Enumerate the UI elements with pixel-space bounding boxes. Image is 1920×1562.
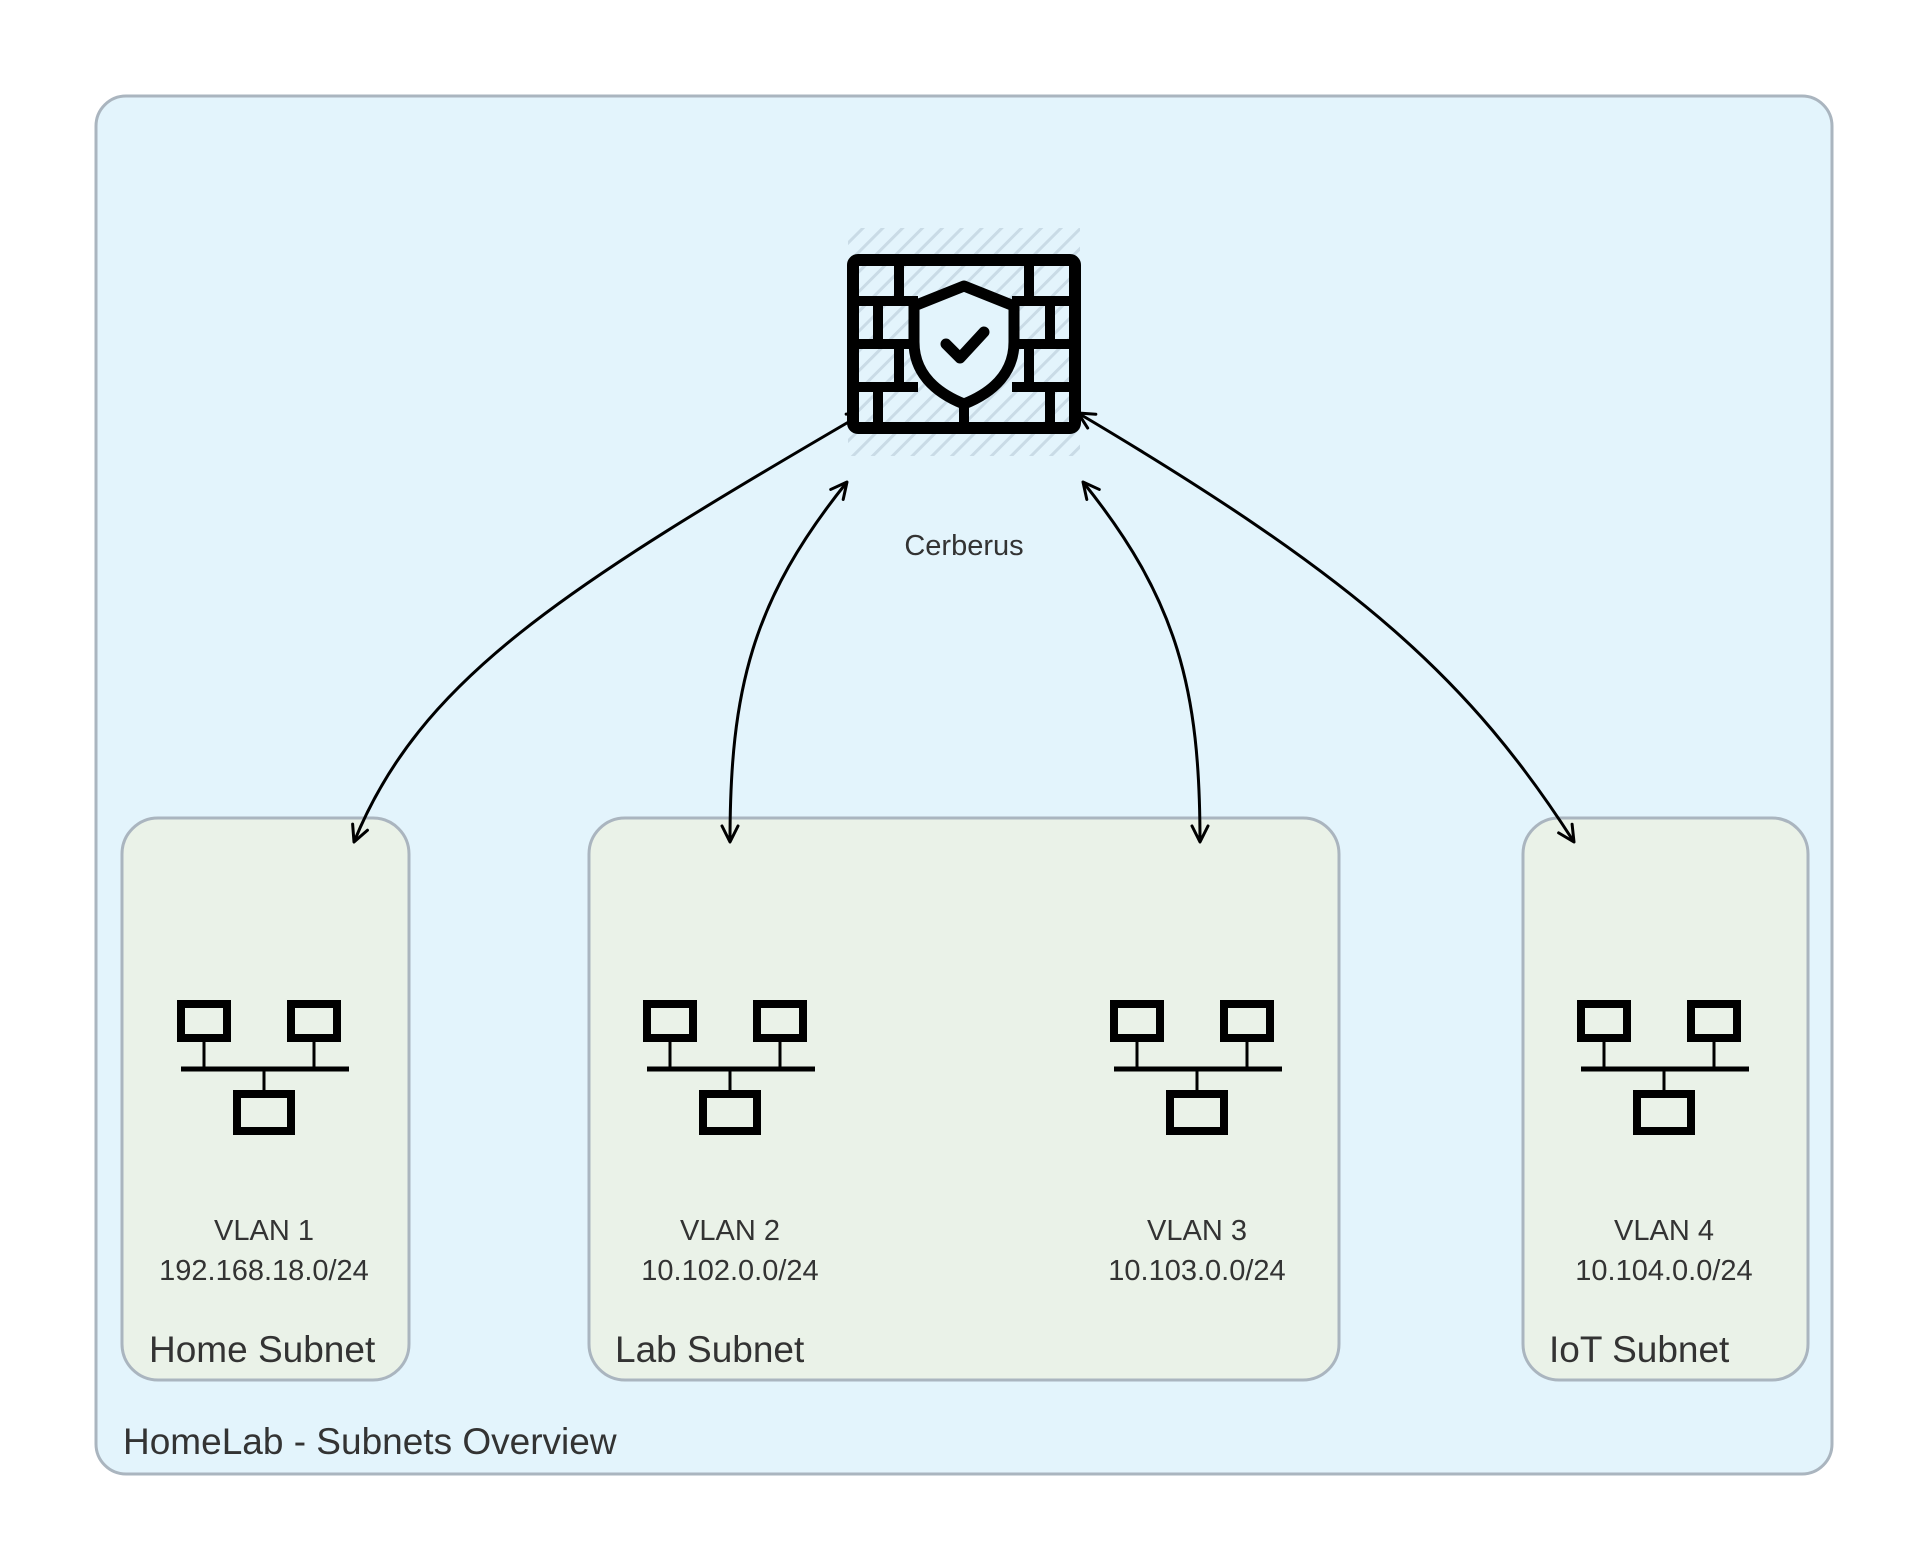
- group-home-subnet[interactable]: [120, 816, 411, 1382]
- vlan-name: VLAN 3: [1147, 1215, 1247, 1247]
- group-label-lab: Lab Subnet: [615, 1329, 805, 1370]
- vlan-cidr: 10.103.0.0/24: [1108, 1255, 1285, 1287]
- edge-cerberus-vlan-4[interactable]: [1076, 411, 1576, 844]
- firewall-shield-icon: [847, 254, 1081, 434]
- firewall-label: Cerberus: [904, 530, 1023, 562]
- vlan-cidr: 10.102.0.0/24: [641, 1255, 818, 1287]
- diagram-title: HomeLab - Subnets Overview: [123, 1421, 617, 1462]
- vlan-cidr: 192.168.18.0/24: [159, 1255, 369, 1287]
- group-label-iot: IoT Subnet: [1549, 1329, 1730, 1370]
- vlan-name: VLAN 2: [680, 1215, 780, 1247]
- firewall-node-cerberus[interactable]: [847, 228, 1081, 456]
- group-label-home: Home Subnet: [149, 1329, 376, 1370]
- edge-cerberus-vlan-2[interactable]: [720, 480, 849, 844]
- vlan-name: VLAN 1: [214, 1215, 314, 1247]
- group-iot-subnet[interactable]: [1521, 816, 1810, 1382]
- group-lab-subnet[interactable]: [587, 816, 1341, 1382]
- vlan-cidr: 10.104.0.0/24: [1575, 1255, 1752, 1287]
- vlan-name: VLAN 4: [1614, 1215, 1714, 1247]
